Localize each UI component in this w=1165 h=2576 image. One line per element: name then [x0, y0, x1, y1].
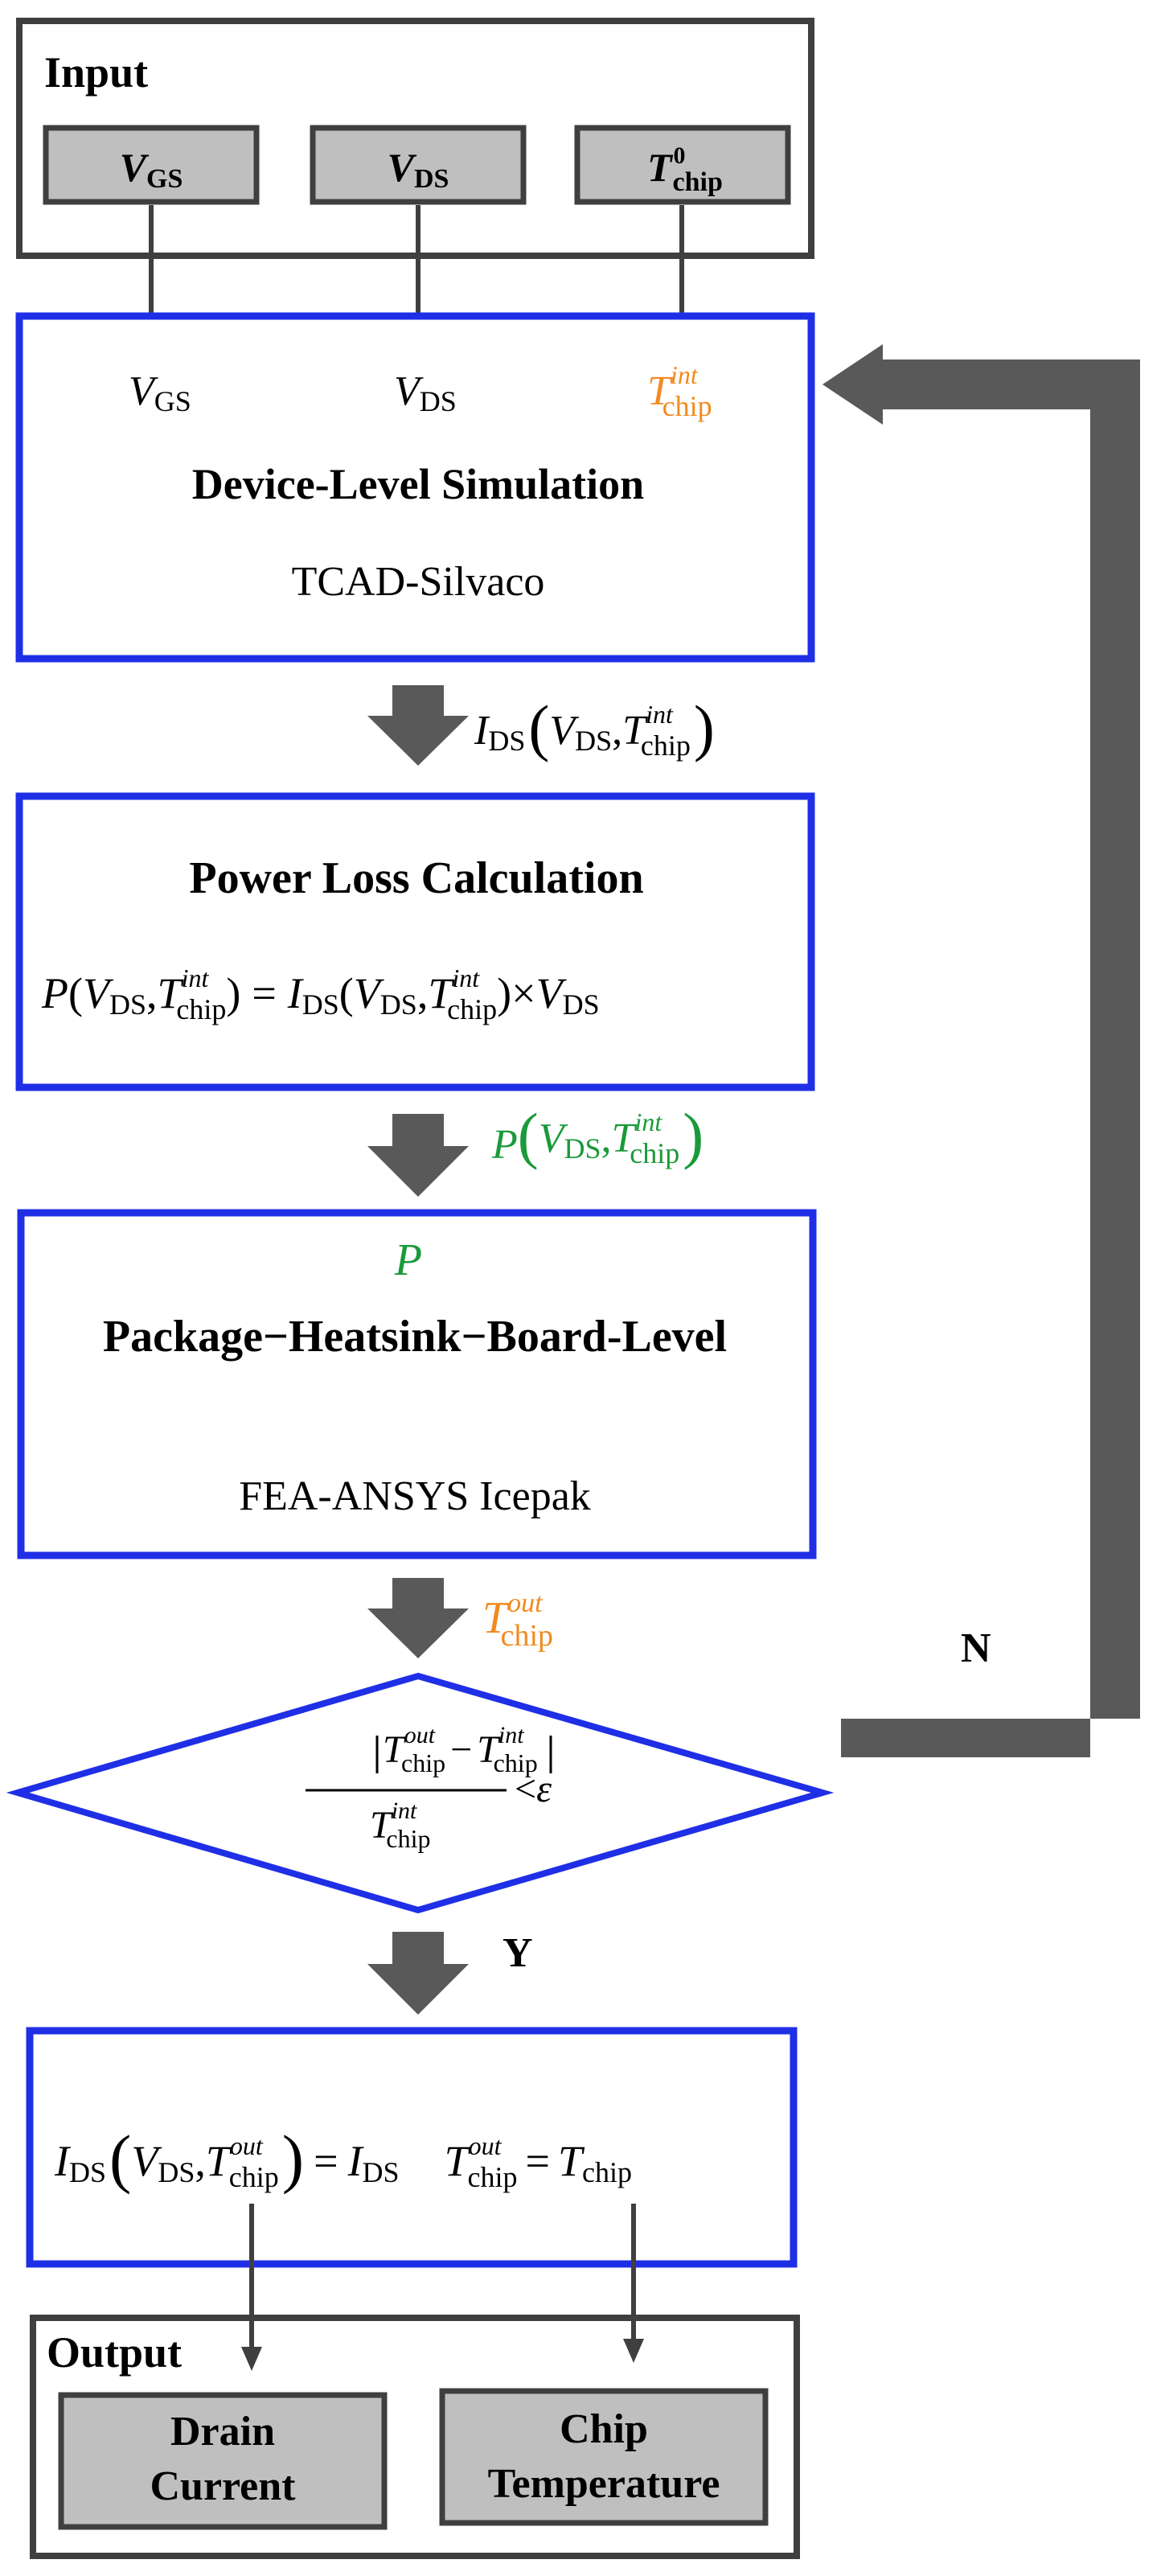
temp-arrowhead [623, 2339, 644, 2363]
package-frame [17, 1209, 817, 1559]
output-title: Output [47, 2328, 182, 2377]
tchip0-input-box [574, 125, 791, 205]
package-block: P Package−Heatsink−Board-Level FEA-ANSYS… [17, 1209, 817, 1559]
chip-temperature-box [439, 2388, 769, 2526]
flow-arrow-1 [367, 685, 469, 766]
power-frame [15, 792, 815, 1091]
device-vds: VDS [394, 368, 457, 417]
feedback-arrow [822, 344, 1140, 1757]
input-frame [16, 18, 814, 259]
vgs-input-box [43, 125, 260, 205]
device-frame [15, 312, 815, 663]
package-subtitle: FEA-ANSYS Icepak [239, 1473, 591, 1519]
vds-input-label: VDS [388, 145, 449, 194]
chip-temperature-line2: Temperature [488, 2461, 720, 2507]
flow-arrow-3 [367, 1578, 469, 1658]
flow-arrow-4 [367, 1932, 469, 2015]
device-vgs: VGS [129, 368, 191, 417]
input-title: Input [44, 48, 148, 97]
device-subtitle: TCAD-Silvaco [292, 559, 545, 605]
decision-diamond [6, 1672, 835, 1914]
drain-current-line2: Current [150, 2463, 296, 2509]
output-block: Output Drain Current Chip Temperature [30, 2315, 800, 2559]
drain-arrowhead [241, 2347, 262, 2371]
drain-current-box [58, 2392, 388, 2530]
result-frame [26, 2027, 798, 2268]
vds-input-box [310, 125, 527, 205]
feedback-loop: N [822, 344, 1140, 1757]
drain-current-line1: Drain [170, 2409, 275, 2455]
no-label: N [961, 1625, 991, 1671]
vgs-input-label: VGS [120, 145, 183, 194]
chip-temperature-line1: Chip [560, 2406, 648, 2452]
yes-label: Y [503, 1930, 533, 1976]
package-p: P [394, 1235, 422, 1285]
power-title: Power Loss Calculation [189, 853, 643, 903]
decision-threshold: <ε [515, 1768, 552, 1810]
flow-arrow-2 [367, 1114, 469, 1197]
output-frame [30, 2315, 800, 2559]
package-title: Package−Heatsink−Board-Level [103, 1312, 727, 1362]
device-title: Device-Level Simulation [192, 460, 644, 508]
output-connectors [241, 2204, 644, 2371]
